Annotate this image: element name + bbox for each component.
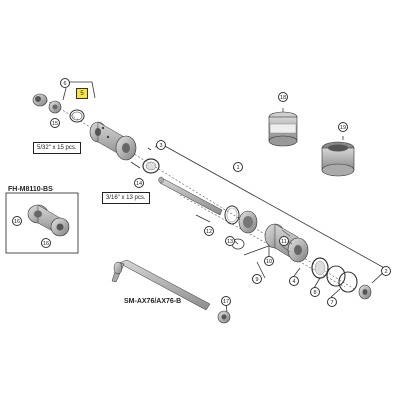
callout-3: 3 <box>156 140 166 150</box>
adapter-sleeve <box>321 141 355 177</box>
callout-8: 8 <box>310 287 320 297</box>
callout-9: 9 <box>252 274 262 284</box>
callout-6: 6 <box>60 78 70 88</box>
hub-model-label: FH-M8110-BS <box>8 186 53 193</box>
callout-11: 11 <box>279 236 289 246</box>
spacer-rings <box>224 205 258 250</box>
callout-17: 17 <box>221 296 231 306</box>
hub-shell <box>89 121 137 161</box>
callout-12: 12 <box>204 226 214 236</box>
callout-16-lower: 16 <box>41 238 51 248</box>
qty-note-large-balls: 5/32" x 15 pcs. <box>33 142 81 154</box>
callout-15: 15 <box>50 118 60 128</box>
callout-18: 18 <box>278 92 288 102</box>
callout-7: 7 <box>327 297 337 307</box>
callout-2: 2 <box>381 266 391 276</box>
callout-13: 13 <box>225 236 235 246</box>
callout-10: 10 <box>264 256 274 266</box>
thru-axle <box>111 259 231 324</box>
left-end-parts <box>32 93 85 123</box>
callout-4: 4 <box>289 276 299 286</box>
callout-5-highlighted[interactable]: 5 <box>76 88 88 99</box>
callout-14: 14 <box>134 178 144 188</box>
callout-1: 1 <box>233 162 243 172</box>
qty-note-small-balls: 3/16" x 13 pcs. <box>102 192 150 204</box>
right-rings <box>311 257 372 300</box>
left-bearing <box>142 158 160 174</box>
callout-19: 19 <box>338 122 348 132</box>
hub-axle <box>158 176 223 216</box>
callout-16-upper: 16 <box>12 216 22 226</box>
grease-can <box>268 111 298 147</box>
axle-model-label: SM-AX76/AX76-B <box>124 298 182 305</box>
